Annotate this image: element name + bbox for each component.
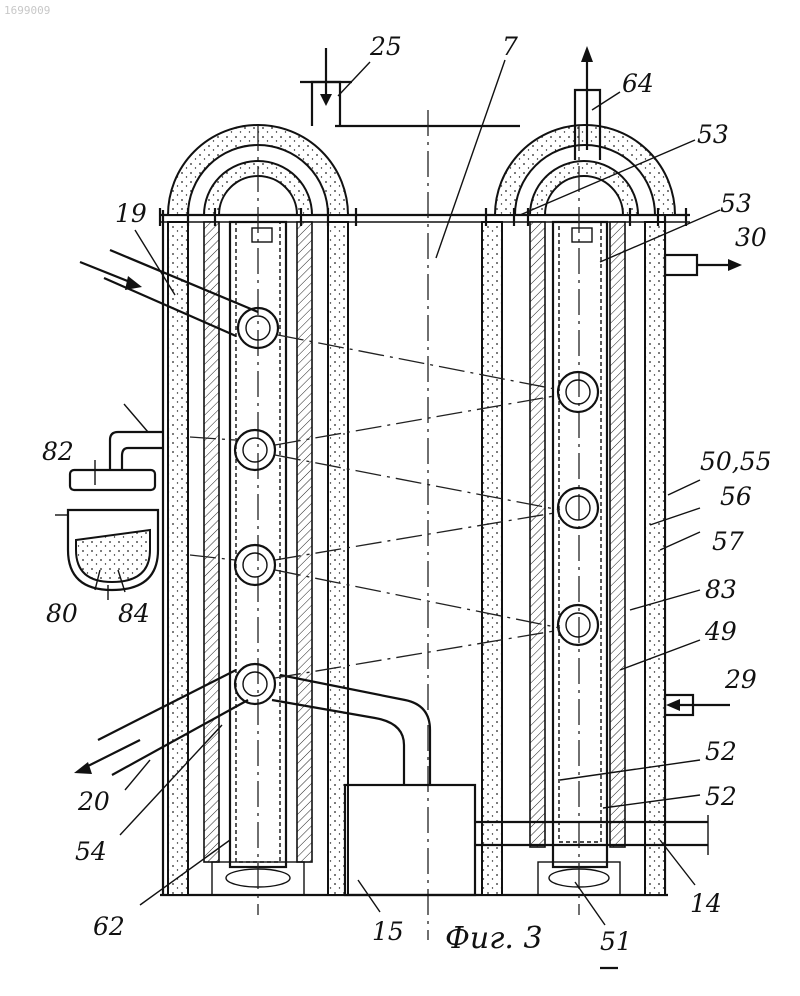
figure-caption: Фиг. 3 xyxy=(445,921,543,956)
label-53a: 53 xyxy=(697,120,729,149)
outlet-pipe-20 xyxy=(74,670,430,785)
left-column xyxy=(160,125,356,915)
separator-82 xyxy=(55,404,163,600)
label-15: 15 xyxy=(372,917,404,946)
label-83: 83 xyxy=(705,575,737,604)
nozzle-30 xyxy=(665,255,742,275)
label-51: 51 xyxy=(600,927,632,956)
label-7: 7 xyxy=(502,32,518,61)
label-20: 20 xyxy=(77,787,110,816)
label-52b: 52 xyxy=(705,782,737,811)
label-57: 57 xyxy=(712,527,744,556)
label-19: 19 xyxy=(115,199,147,228)
label-84: 84 xyxy=(118,599,150,628)
inlet-25 xyxy=(300,48,352,126)
nozzle-29 xyxy=(665,695,730,715)
label-82: 82 xyxy=(42,437,74,466)
label-56: 56 xyxy=(720,482,752,511)
coil-rings-left xyxy=(235,308,278,704)
label-80: 80 xyxy=(46,599,78,628)
label-29: 29 xyxy=(724,665,757,694)
unit-15 xyxy=(345,785,475,895)
label-52a: 52 xyxy=(705,737,737,766)
label-62: 62 xyxy=(93,912,125,941)
coil-connections xyxy=(190,335,560,678)
label-54: 54 xyxy=(75,837,107,866)
label-30: 30 xyxy=(735,223,767,252)
right-column xyxy=(482,125,686,915)
label-64: 64 xyxy=(622,69,654,98)
label-49: 49 xyxy=(704,617,737,646)
label-50-55: 50,55 xyxy=(700,447,772,476)
pipe-14 xyxy=(475,815,708,855)
scan-stamp: 1699009 xyxy=(4,4,50,17)
coil-rings-right xyxy=(558,372,598,645)
label-25: 25 xyxy=(369,32,402,61)
label-53b: 53 xyxy=(720,189,752,218)
label-14: 14 xyxy=(690,889,722,918)
